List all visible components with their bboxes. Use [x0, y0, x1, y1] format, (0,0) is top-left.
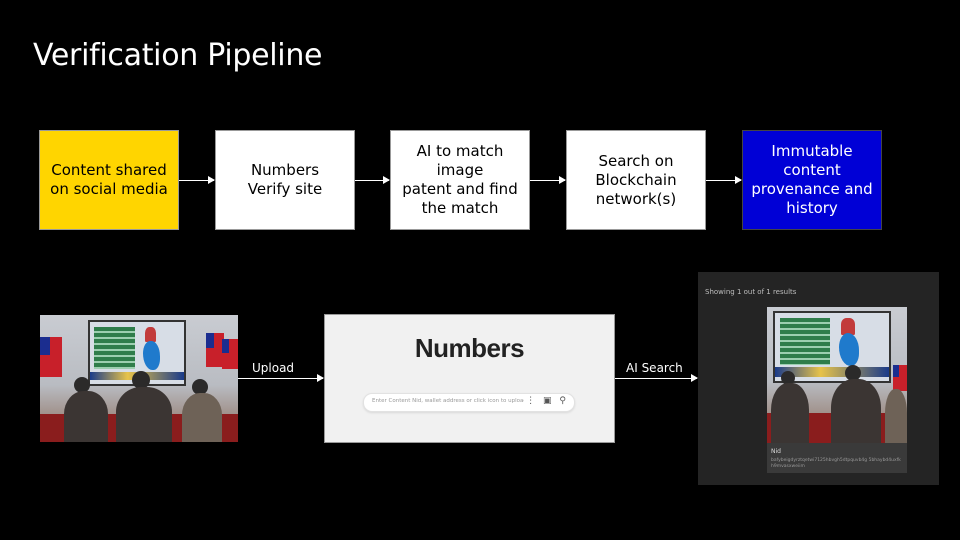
flow-box-line: the match	[421, 199, 499, 217]
results-count: Showing 1 out of 1 results	[705, 288, 797, 296]
flow-box-line: content	[783, 161, 841, 179]
ai-search-label: AI Search	[626, 361, 683, 375]
search-placeholder: Enter Content Nid, wallet address or cli…	[372, 398, 524, 404]
flow-arrow	[355, 176, 390, 184]
more-icon[interactable]: ⋮	[526, 396, 536, 406]
flow-box-line: Verify site	[247, 180, 323, 198]
flow-box-line: patent and find	[402, 180, 518, 198]
flow-box-line: Numbers	[250, 161, 320, 179]
search-input[interactable]: Enter Content Nid, wallet address or cli…	[363, 393, 575, 412]
upload-arrow	[238, 374, 324, 382]
flow-box-line: network(s)	[595, 189, 677, 208]
flow-box-line: Blockchain	[595, 170, 677, 189]
flow-box-line: history	[786, 199, 838, 217]
search-results-panel: Showing 1 out of 1 results Nid bafybeigd…	[698, 272, 939, 485]
ai-search-arrow	[615, 374, 698, 382]
flow-arrow	[530, 176, 566, 184]
result-hash: bafybeigdyrztqetwi7125hbvgh5dtpquvb4g 5b…	[771, 458, 901, 469]
result-title: Nid	[771, 448, 781, 455]
search-icon[interactable]: ⚲	[559, 396, 566, 406]
page-title: Verification Pipeline	[33, 38, 323, 73]
flow-box-line: Content shared	[51, 161, 167, 179]
flow-box-line: AI to match image	[416, 142, 504, 179]
flow-box-line: Immutable	[771, 142, 853, 160]
flow-arrow	[706, 176, 742, 184]
result-card[interactable]: Nid bafybeigdyrztqetwi7125hbvgh5dtpquvb4…	[767, 307, 907, 473]
camera-icon[interactable]: ▣	[543, 396, 552, 406]
result-photo	[767, 307, 907, 443]
upload-label: Upload	[252, 361, 295, 375]
numbers-site-screenshot: Numbers Enter Content Nid, wallet addres…	[324, 314, 615, 443]
flow-box-line: on social media	[50, 180, 168, 198]
numbers-logo: Numbers	[414, 333, 525, 363]
flow-box-line: provenance and	[751, 180, 873, 198]
flow-box-line: Search on	[598, 151, 674, 170]
source-photo	[40, 315, 238, 442]
flow-arrow	[179, 176, 215, 184]
